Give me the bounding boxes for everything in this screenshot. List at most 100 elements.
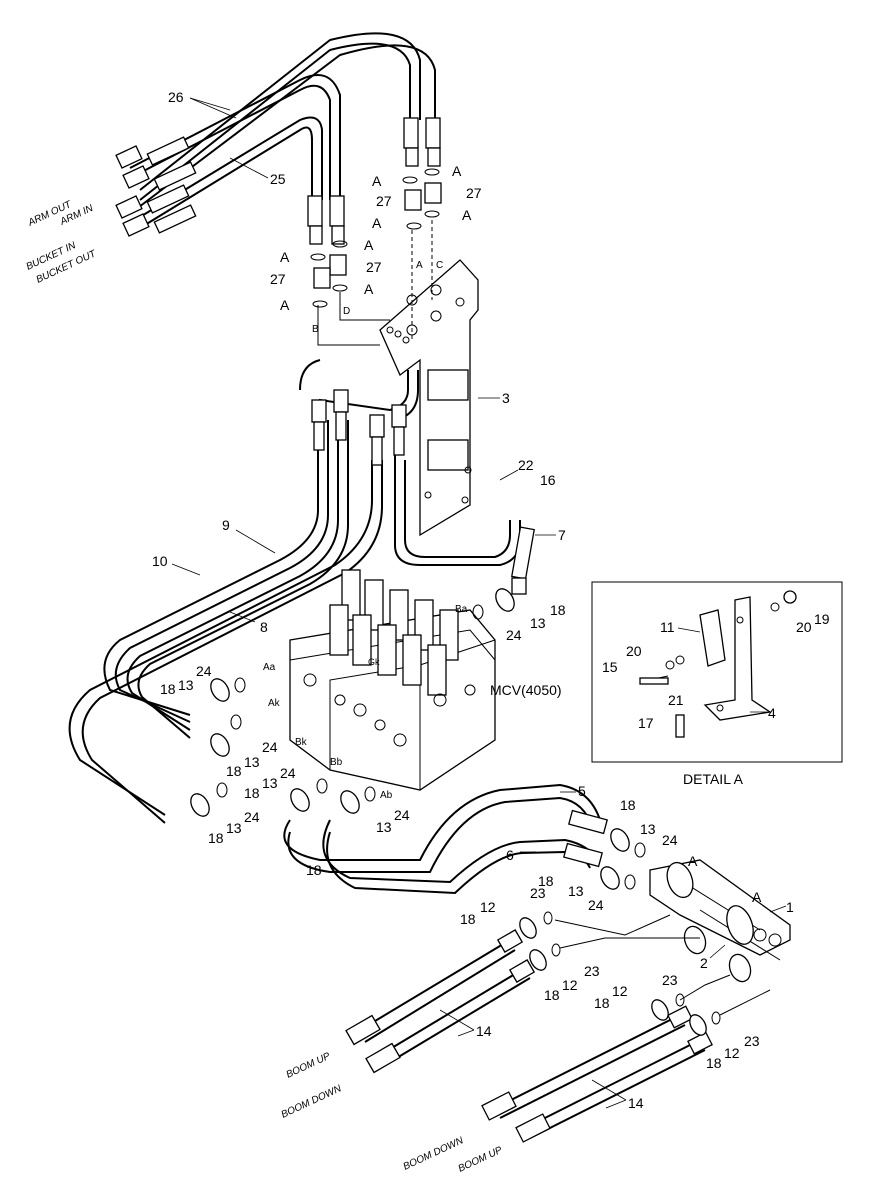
callout-23-3: 23 (662, 972, 678, 988)
callout-2: 2 (700, 955, 708, 971)
port-ab-label: Ab (380, 790, 393, 801)
callout-13-7: 13 (640, 821, 656, 837)
callout-11: 11 (660, 619, 675, 635)
boom-up-label-2: BOOM UP (457, 1145, 505, 1175)
mcv-label: MCV(4050) (490, 682, 562, 698)
callout-14-1: 14 (476, 1023, 492, 1039)
detail-a-title: DETAIL A (683, 771, 744, 787)
callout-25: 25 (270, 171, 286, 187)
callout-13-5: 13 (226, 820, 242, 836)
boom-pipes (649, 859, 791, 983)
callout-24-1: 24 (506, 627, 522, 643)
port-d-label: D (343, 306, 350, 317)
callout-8: 8 (260, 619, 268, 635)
callout-a-2: A (452, 163, 462, 179)
callout-a-10: A (752, 889, 762, 905)
callout-18-12: 18 (706, 1055, 722, 1071)
mcv-4050 (289, 569, 496, 791)
callout-18-6: 18 (306, 862, 322, 878)
mcv-spools (329, 569, 459, 696)
callout-18-5: 18 (208, 830, 224, 846)
callout-a-5: A (280, 249, 290, 265)
callout-18-10: 18 (544, 987, 560, 1003)
port-c-label: C (436, 260, 443, 271)
callout-12-3: 12 (612, 983, 628, 999)
callout-27-1: 27 (376, 193, 392, 209)
callout-12-2: 12 (562, 977, 578, 993)
callout-6: 6 (506, 847, 514, 863)
callout-24-4: 24 (280, 765, 296, 781)
mid-hose-fittings (311, 389, 535, 595)
callout-9: 9 (222, 517, 230, 533)
callout-13-6: 13 (376, 819, 392, 835)
callout-22: 22 (518, 457, 534, 473)
callout-21: 21 (668, 692, 684, 708)
callout-18-11: 18 (594, 995, 610, 1011)
callout-13-3: 13 (244, 754, 260, 770)
callout-27-4: 27 (366, 259, 382, 275)
callout-12-1: 12 (480, 899, 496, 915)
callout-7: 7 (558, 527, 566, 543)
callout-10: 10 (152, 553, 168, 569)
callout-15: 15 (602, 659, 618, 675)
callout-24-2: 24 (196, 663, 212, 679)
callout-27-3: 27 (270, 271, 286, 287)
callout-1: 1 (786, 899, 794, 915)
callout-a-7: A (364, 281, 374, 297)
boom-down-label-1: BOOM DOWN (280, 1083, 344, 1121)
port-ba-label: Ba (455, 604, 468, 615)
detail-a-box (591, 581, 843, 763)
callout-a-4: A (462, 207, 472, 223)
callout-20-2: 20 (796, 619, 812, 635)
callout-18-7: 18 (620, 797, 636, 813)
callout-19: 19 (814, 611, 830, 627)
callout-a-3: A (372, 215, 382, 231)
callout-18-3: 18 (226, 763, 242, 779)
port-bk-label: Bk (295, 737, 308, 748)
callout-a-9: A (688, 853, 698, 869)
callout-13-4: 13 (262, 775, 278, 791)
callout-14-2: 14 (628, 1095, 644, 1111)
callout-3: 3 (502, 390, 510, 406)
upper-hoses (115, 32, 441, 245)
port-b-label: B (312, 324, 319, 335)
callout-20-1: 20 (626, 643, 642, 659)
callout-24-3: 24 (262, 739, 278, 755)
callout-13-1: 13 (530, 615, 546, 631)
callout-12-4: 12 (724, 1045, 740, 1061)
callout-18-2: 18 (160, 681, 176, 697)
callout-a-1: A (372, 173, 382, 189)
bracket-3 (317, 220, 479, 537)
callout-a-6: A (364, 237, 374, 253)
callout-23-2: 23 (584, 963, 600, 979)
adapters-27 (310, 168, 442, 308)
port-aa-label: Aa (263, 662, 276, 673)
callout-5: 5 (578, 783, 586, 799)
callout-23-1: 23 (530, 885, 546, 901)
callout-24-6: 24 (394, 807, 410, 823)
hoses-5-6 (283, 783, 608, 895)
boom-up-label-1: BOOM UP (285, 1051, 333, 1081)
callout-27-2: 27 (466, 185, 482, 201)
port-bb-label: Bb (330, 757, 343, 768)
callout-4: 4 (768, 705, 776, 721)
split-flanges (190, 588, 646, 890)
callout-13-8: 13 (568, 883, 584, 899)
hose-end-fittings (115, 136, 197, 237)
callout-18-8: 18 (538, 873, 554, 889)
callout-a-8: A (280, 297, 290, 313)
callout-18-1: 18 (550, 602, 566, 618)
callout-23-4: 23 (744, 1033, 760, 1049)
port-gk-label: Gk (368, 657, 380, 667)
mid-hoses (68, 359, 521, 824)
callout-26: 26 (168, 89, 184, 105)
callout-18-4: 18 (244, 785, 260, 801)
boom-down-label-2: BOOM DOWN (402, 1135, 466, 1173)
port-a-label: A (416, 260, 423, 271)
part-callouts: 26 25 A A 27 27 A A A A 27 27 A A 3 22 1… (152, 89, 830, 1111)
callout-24-5: 24 (244, 809, 260, 825)
boom-hoses (345, 911, 721, 1143)
callout-24-7: 24 (662, 832, 678, 848)
callout-13-2: 13 (178, 677, 194, 693)
